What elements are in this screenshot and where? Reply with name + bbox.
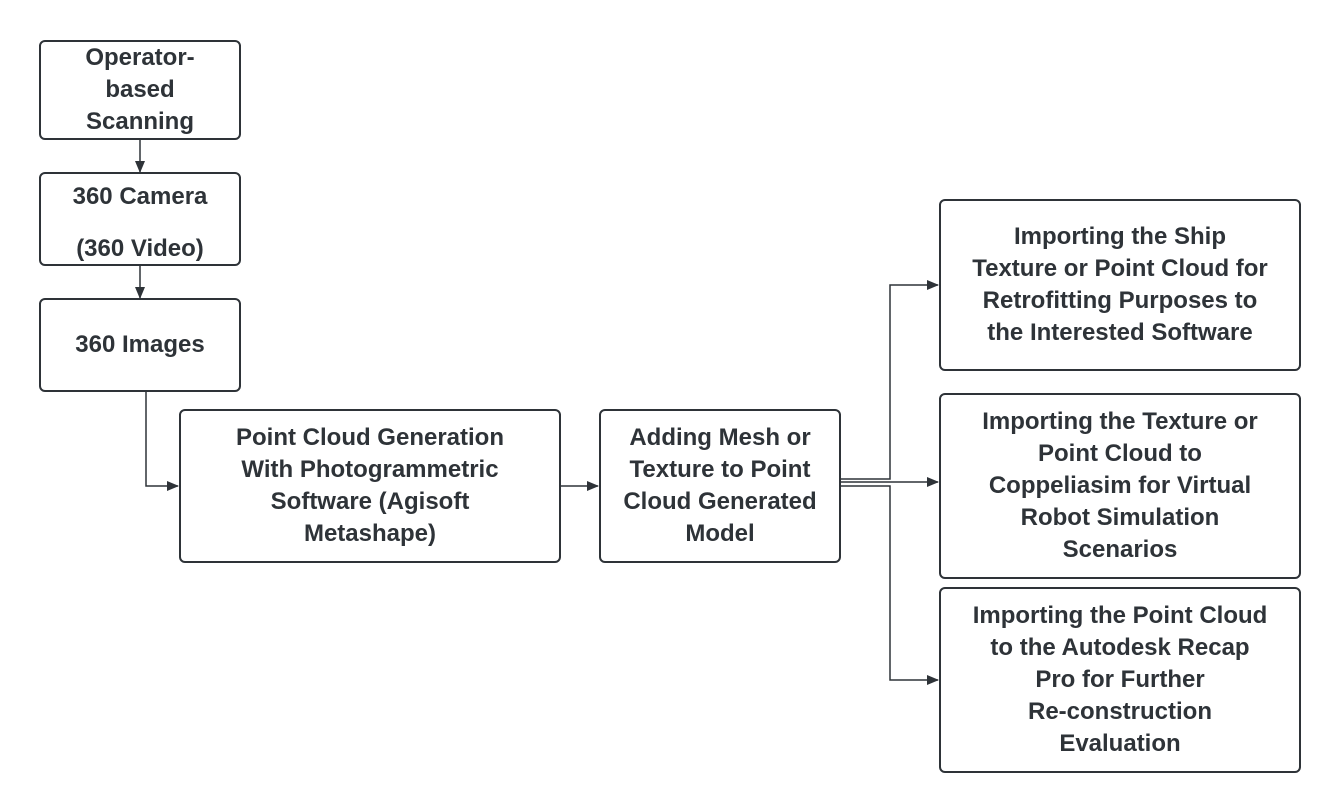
- import-ship-label: Importing the Ship Texture or Point Clou…: [972, 223, 1268, 346]
- point-cloud-generation-node: Point Cloud Generation With Photogrammet…: [179, 409, 561, 563]
- operator-scanning-label: Operator-based Scanning: [85, 44, 195, 135]
- camera-video-label: (360 Video): [76, 235, 204, 262]
- import-coppeliasim-node: Importing the Texture or Point Cloud to …: [939, 393, 1301, 579]
- arrow-mesh-to-ship-import: [840, 280, 939, 480]
- import-ship-node: Importing the Ship Texture or Point Clou…: [939, 199, 1301, 371]
- images-node: 360 Images: [39, 298, 241, 392]
- operator-scanning-node: Operator-based Scanning: [39, 40, 241, 140]
- point-cloud-generation-label: Point Cloud Generation With Photogrammet…: [236, 424, 504, 547]
- adding-mesh-label: Adding Mesh or Texture to Point Cloud Ge…: [623, 424, 817, 547]
- adding-mesh-node: Adding Mesh or Texture to Point Cloud Ge…: [599, 409, 841, 563]
- camera-node: 360 Camera (360 Video): [39, 172, 241, 266]
- import-recap-node: Importing the Point Cloud to the Autodes…: [939, 587, 1301, 773]
- images-label: 360 Images: [75, 331, 205, 358]
- arrow-images-to-point-cloud: [145, 392, 179, 491]
- import-recap-label: Importing the Point Cloud to the Autodes…: [972, 602, 1268, 757]
- arrow-mesh-to-recap-import: [840, 485, 939, 685]
- camera-label: 360 Camera: [72, 183, 208, 210]
- import-coppeliasim-label: Importing the Texture or Point Cloud to …: [982, 408, 1258, 563]
